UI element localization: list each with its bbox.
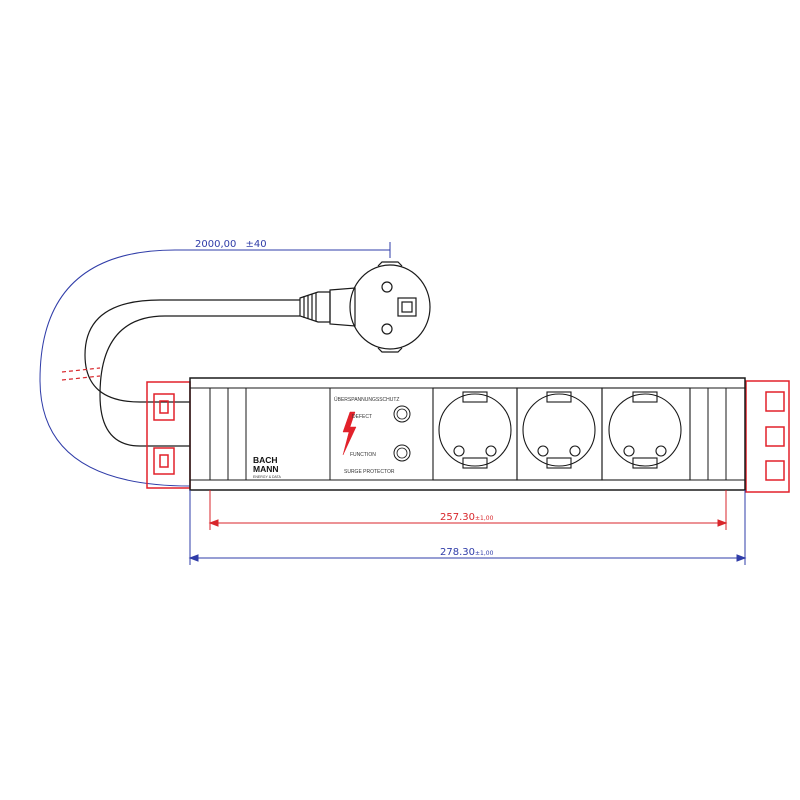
surge-protector-module: ÜBERSPANNUNGSSCHUTZ DEFECT FUNCTION SURG… bbox=[334, 396, 411, 475]
defect-label: DEFECT bbox=[352, 414, 372, 420]
brand-line-2: MANN bbox=[253, 464, 279, 474]
inner-length-label: 257.30±1,00 bbox=[440, 512, 494, 523]
brand-tagline: ENERGY & DATA bbox=[253, 475, 281, 479]
defect-indicator bbox=[393, 405, 411, 423]
bachmann-logo: BACH MANN ENERGY & DATA bbox=[253, 455, 281, 479]
socket-2 bbox=[516, 387, 603, 481]
overall-length-label: 278.30±1,00 bbox=[440, 547, 494, 558]
socket-3 bbox=[601, 387, 691, 481]
right-mounting-bracket bbox=[745, 380, 790, 493]
schuko-plug bbox=[299, 261, 431, 353]
inner-length-dimension bbox=[208, 490, 728, 530]
lightning-icon bbox=[342, 411, 357, 456]
surge-label: SURGE PROTECTOR bbox=[344, 469, 395, 475]
cable-length-dimension: 2000,00 ±40 bbox=[39, 239, 391, 487]
function-label: FUNCTION bbox=[350, 452, 376, 458]
overall-length-dimension bbox=[188, 490, 747, 565]
module-title: ÜBERSPANNUNGSSCHUTZ bbox=[334, 396, 399, 403]
brand-line-1: BACH bbox=[253, 455, 278, 465]
socket-1 bbox=[432, 387, 518, 481]
function-indicator bbox=[393, 444, 411, 462]
cable-length-label: 2000,00 ±40 bbox=[195, 239, 267, 250]
power-cable bbox=[61, 299, 300, 447]
left-mounting-bracket bbox=[146, 381, 191, 489]
